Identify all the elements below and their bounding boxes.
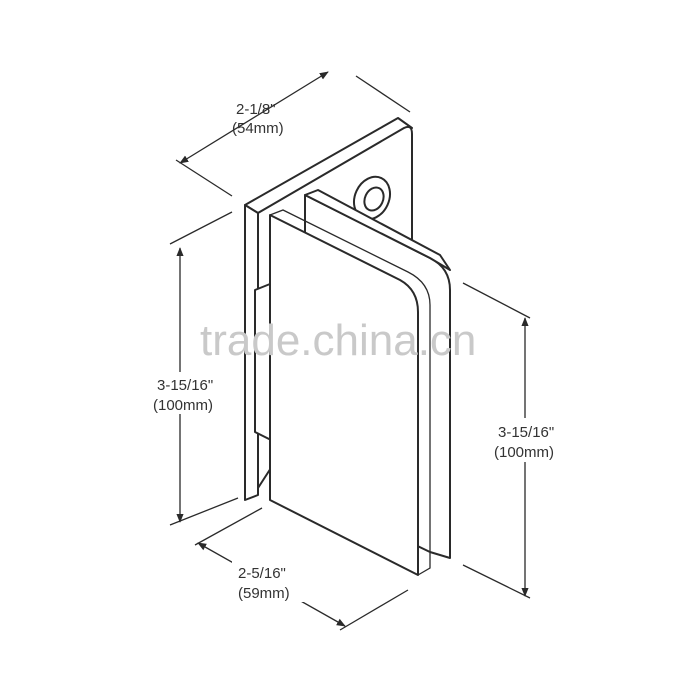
bottom-depth-imperial: 2-5/16": [238, 565, 286, 582]
bottom-depth-metric: (59mm): [238, 585, 290, 602]
right-height-imperial: 3-15/16": [498, 424, 554, 441]
watermark-text: trade.china.cn: [200, 316, 476, 365]
left-height-imperial: 3-15/16": [157, 377, 213, 394]
top-width-metric: (54mm): [232, 120, 284, 137]
top-width-imperial: 2-1/8": [236, 101, 276, 118]
dimension-right-height: 3-15/16" (100mm): [462, 282, 572, 599]
right-height-metric: (100mm): [494, 444, 554, 461]
left-height-metric: (100mm): [153, 397, 213, 414]
dimension-bottom-depth: 2-5/16" (59mm): [194, 507, 409, 631]
front-clamp-plate: [269, 209, 431, 576]
dimension-top-width: 2-1/8" (54mm): [175, 71, 411, 197]
dimension-left-height: 3-15/16" (100mm): [150, 211, 239, 526]
